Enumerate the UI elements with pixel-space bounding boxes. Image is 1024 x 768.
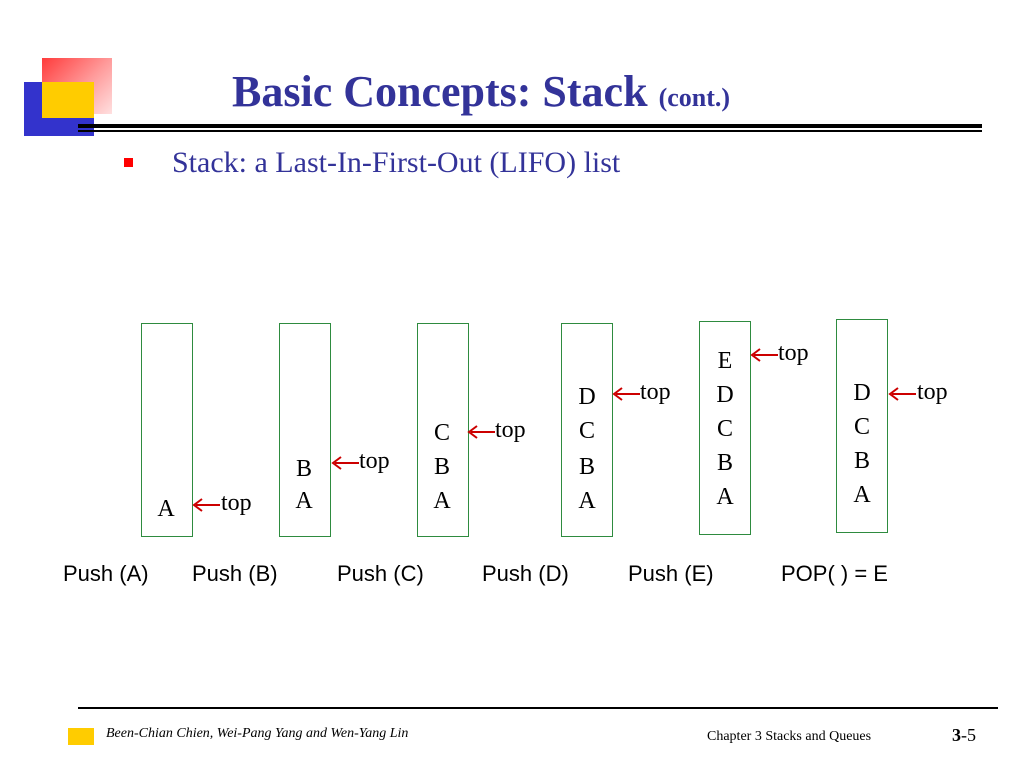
stack-item: B — [295, 456, 312, 482]
bullet-text: Stack: a Last-In-First-Out (LIFO) list — [172, 146, 621, 179]
operation-label: Push (A) — [63, 561, 149, 586]
logo-yellow-square — [42, 82, 94, 118]
operation-label: Push (D) — [482, 561, 569, 586]
stack-push-e: E D C B A — [699, 321, 751, 535]
operation-label: POP( ) = E — [781, 561, 888, 586]
top-arrow-icon — [750, 348, 778, 362]
stack-item: D — [716, 382, 734, 408]
page-number-rest: -5 — [961, 725, 976, 745]
title-rule-thick — [78, 124, 982, 128]
stack-push-c: C B A — [417, 323, 469, 537]
stack-item: C — [433, 420, 450, 446]
stack-item: A — [157, 496, 175, 522]
footer-authors: Been-Chian Chien, Wei-Pang Yang and Wen-… — [106, 726, 409, 741]
operation-label: Push (C) — [337, 561, 424, 586]
stack-item: D — [853, 380, 871, 406]
stack-item: C — [716, 416, 733, 442]
page-number-bold: 3 — [952, 725, 961, 745]
stack-item: D — [578, 384, 596, 410]
stack-item: A — [433, 488, 451, 514]
stack-item: C — [578, 418, 595, 444]
stack-item: B — [578, 454, 595, 480]
top-label: top — [778, 340, 809, 366]
page-number: 3-5 — [952, 725, 976, 746]
stack-item: B — [716, 450, 733, 476]
stack-item: A — [716, 484, 734, 510]
stack-item: B — [853, 448, 870, 474]
top-label: top — [221, 490, 252, 516]
footer-logo-box — [68, 728, 94, 745]
stack-item: A — [295, 488, 313, 514]
top-arrow-icon — [612, 387, 640, 401]
stack-item: C — [853, 414, 870, 440]
stack-pop: D C B A — [836, 319, 888, 533]
slide-title-main: Basic Concepts: Stack — [232, 67, 648, 116]
top-label: top — [917, 379, 948, 405]
stack-push-b: B A — [279, 323, 331, 537]
top-label: top — [495, 417, 526, 443]
top-arrow-icon — [888, 387, 916, 401]
top-label: top — [640, 379, 671, 405]
operation-label: Push (B) — [192, 561, 278, 586]
top-arrow-icon — [192, 498, 220, 512]
top-arrow-icon — [331, 456, 359, 470]
slide-title: Basic Concepts: Stack (cont.) — [232, 66, 730, 117]
stack-item: A — [578, 488, 596, 514]
title-rule-thin — [78, 130, 982, 132]
slide-title-suffix: (cont.) — [658, 83, 731, 112]
stack-item: E — [717, 348, 733, 374]
operation-label: Push (E) — [628, 561, 714, 586]
footer-rule — [78, 707, 998, 709]
top-label: top — [359, 448, 390, 474]
stack-item: B — [433, 454, 450, 480]
bullet-marker — [124, 158, 133, 167]
stack-item: A — [853, 482, 871, 508]
stack-push-a: A — [141, 323, 193, 537]
footer-chapter: Chapter 3 Stacks and Queues — [707, 729, 872, 744]
top-arrow-icon — [467, 425, 495, 439]
stack-push-d: D C B A — [561, 323, 613, 537]
